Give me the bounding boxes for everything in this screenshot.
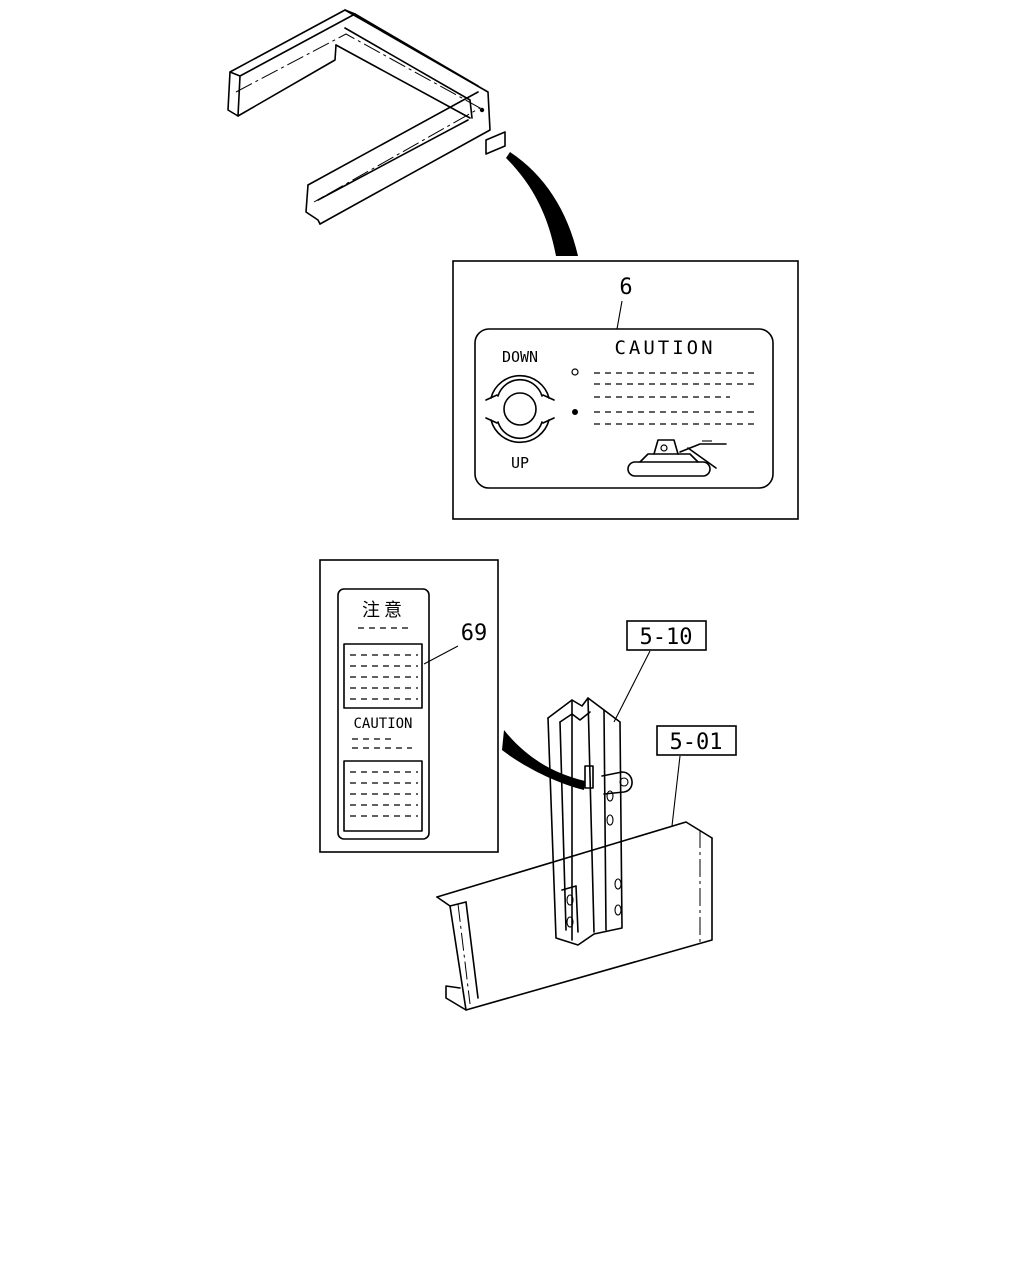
decal-location-marker-top <box>485 131 506 155</box>
leader-arrow-bottom <box>502 730 585 790</box>
callout-69: 69 <box>461 621 488 646</box>
machine-pictogram-icon <box>627 439 727 477</box>
reference-5-01-label: 5-01 <box>670 730 723 755</box>
decal-6-panel: 6 CAUTION DOWN UP <box>452 260 799 520</box>
decal-69-english-heading: CAUTION <box>353 716 412 732</box>
decal-69-kanji-heading: 注意 <box>362 600 406 620</box>
post-part <box>547 697 633 946</box>
decal-6-up-label: UP <box>511 454 529 472</box>
leader-arrow-top <box>506 152 578 256</box>
decal-6-heading: CAUTION <box>614 337 715 359</box>
decal-6-down-label: DOWN <box>502 348 538 366</box>
beam-part <box>436 821 713 1011</box>
reference-5-10: 5-10 <box>613 620 707 723</box>
decal-69-panel: 注意 69 CAUTION <box>319 559 499 853</box>
upper-frame-part <box>227 9 491 225</box>
reference-5-01: 5-01 <box>656 725 737 827</box>
callout-6: 6 <box>619 275 632 300</box>
rotation-symbol-icon <box>485 374 555 444</box>
reference-5-10-label: 5-10 <box>640 625 693 650</box>
